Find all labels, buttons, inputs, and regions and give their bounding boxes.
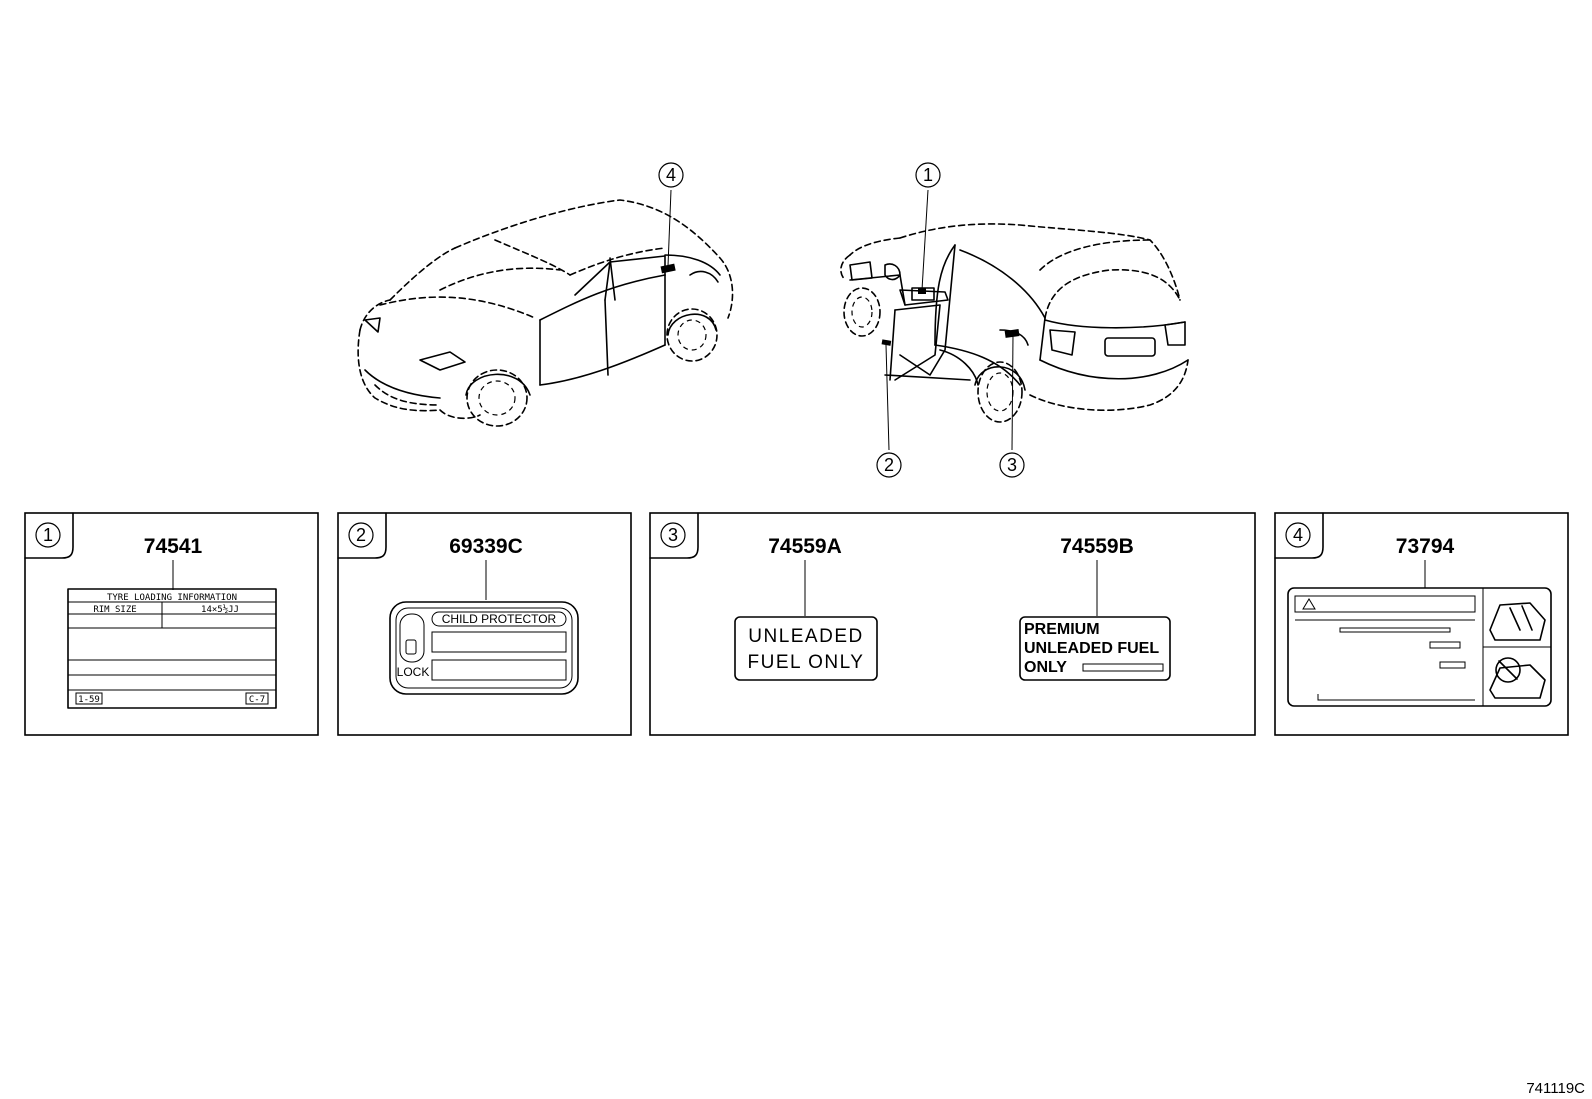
warning-triangle-icon [1302, 598, 1316, 610]
panel-3: 3 74559A 74559B UNLEADED FUEL ONLY PREMI… [649, 512, 1256, 736]
part-number-74541: 74541 [144, 535, 203, 558]
part-number-73794: 73794 [1396, 535, 1455, 558]
part-number-74559B: 74559B [1060, 535, 1134, 558]
svg-text:RIM SIZE: RIM SIZE [93, 605, 136, 615]
svg-text:14×5½JJ: 14×5½JJ [201, 604, 239, 615]
car-front-view [357, 189, 734, 427]
svg-text:PREMIUM: PREMIUM [1024, 621, 1100, 638]
panel-2: 2 69339C LOCK CHILD PROTECTOR [337, 512, 632, 736]
child-seat-icon [1489, 602, 1546, 641]
panel-4: 4 73794 [1274, 512, 1569, 736]
premium-unleaded-label: PREMIUM UNLEADED FUEL ONLY [1019, 616, 1171, 681]
svg-text:TYRE LOADING INFORMATION: TYRE LOADING INFORMATION [107, 593, 237, 603]
svg-text:2: 2 [884, 455, 894, 475]
svg-text:UNLEADED: UNLEADED [748, 626, 863, 647]
part-number-69339C: 69339C [449, 535, 523, 558]
svg-text:C-7: C-7 [249, 695, 265, 705]
car-rear-view [840, 189, 1189, 451]
callout-2-top: 2 [876, 452, 902, 478]
svg-text:UNLEADED FUEL: UNLEADED FUEL [1024, 640, 1159, 657]
svg-text:ONLY: ONLY [1024, 659, 1067, 676]
svg-text:LOCK: LOCK [397, 665, 430, 679]
svg-text:2: 2 [356, 525, 366, 545]
diagram-code: 741119C [1526, 1080, 1585, 1097]
child-protector-label: LOCK CHILD PROTECTOR [389, 601, 579, 695]
svg-text:CHILD PROTECTOR: CHILD PROTECTOR [442, 612, 557, 626]
svg-text:1: 1 [43, 525, 53, 545]
panel-1: 1 74541 TYRE LOADING INFORMATION RIM SIZ… [24, 512, 319, 736]
svg-text:3: 3 [1007, 455, 1017, 475]
svg-text:1: 1 [923, 165, 933, 185]
unleaded-fuel-label: UNLEADED FUEL ONLY [734, 616, 878, 681]
no-child-seat-icon [1489, 657, 1546, 699]
part-number-74559A: 74559A [768, 535, 842, 558]
svg-text:4: 4 [666, 165, 676, 185]
svg-text:4: 4 [1293, 525, 1303, 545]
svg-text:FUEL ONLY: FUEL ONLY [748, 652, 865, 673]
airbag-warning-label [1287, 587, 1552, 707]
callout-3-top: 3 [999, 452, 1025, 478]
callout-4-top: 4 [658, 162, 684, 188]
tyre-loading-label: TYRE LOADING INFORMATION RIM SIZE 14×5½J… [67, 588, 277, 709]
svg-text:3: 3 [668, 525, 678, 545]
callout-1-top: 1 [915, 162, 941, 188]
svg-text:1-59: 1-59 [78, 695, 100, 705]
